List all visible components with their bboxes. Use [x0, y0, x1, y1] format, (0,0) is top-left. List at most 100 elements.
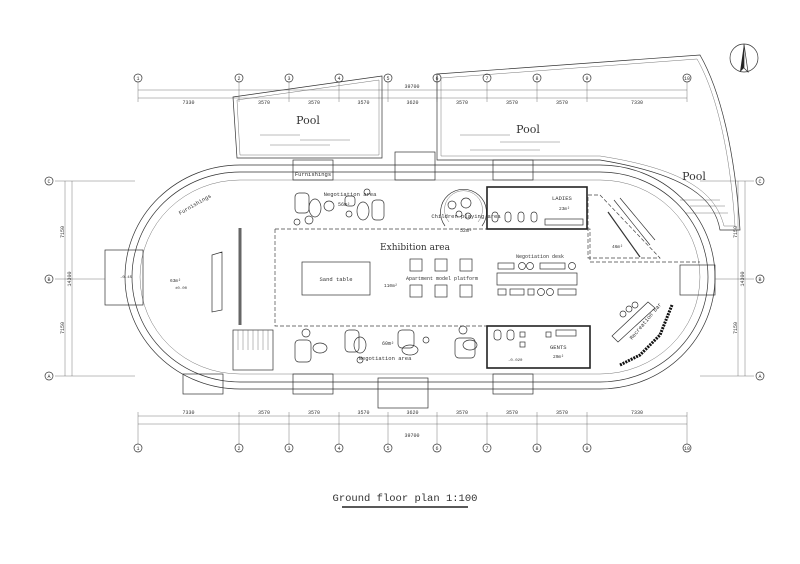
axis-label-top: 9 — [585, 76, 588, 82]
gents-size: 29m² — [553, 354, 564, 360]
axis-bubble-bottom — [383, 443, 393, 453]
axis-label-bottom: 4 — [337, 446, 340, 452]
dimension-top: 3570 — [556, 100, 568, 106]
sand-table-label: Sand table — [319, 276, 352, 283]
negotiation-area-top-label: Negotiation area — [324, 191, 378, 198]
axis-a-right: A — [758, 374, 761, 380]
axis-bubble-bottom — [482, 443, 492, 453]
top-dimensions — [138, 89, 687, 99]
axis-label-top: 3 — [287, 76, 290, 82]
furnishings-top-label: Furnishings — [295, 171, 331, 178]
negotiation-area-bottom-size: 60m² — [382, 341, 394, 347]
axis-bubble-top — [284, 73, 294, 83]
north-arrow-icon — [729, 43, 759, 73]
axis-label-bottom: 7 — [485, 446, 488, 452]
negotiation-area-top-size: 56m² — [338, 202, 350, 208]
axis-bubble-bottom — [432, 443, 442, 453]
axis-label-top: 10 — [684, 76, 690, 82]
dimension-top: 3570 — [258, 100, 270, 106]
axis-label-bottom: 5 — [386, 446, 389, 452]
entrance-elevation: -0.45 — [120, 276, 133, 280]
dimension-top: 3570 — [308, 100, 320, 106]
axis-label-bottom: 6 — [435, 446, 438, 452]
axis-bubble-top — [133, 73, 143, 83]
axis-bubble-top — [532, 73, 542, 83]
axis-bubble-top — [234, 73, 244, 83]
sand-table — [301, 261, 371, 296]
gents-room — [486, 325, 591, 369]
dimension-bottom: 3570 — [308, 410, 320, 416]
exhibition-area-size: 110m² — [384, 283, 398, 289]
dimension-top: 7330 — [182, 100, 194, 106]
dimension-bottom: 7330 — [182, 410, 194, 416]
axis-b-left: B — [47, 277, 50, 283]
dimension-bottom: 3570 — [456, 410, 468, 416]
pool-left-outline — [232, 75, 383, 159]
left-dim-lower: 7150 — [60, 322, 66, 334]
axis-label-top: 2 — [237, 76, 240, 82]
axis-c-right: C — [758, 179, 761, 185]
children-play-area — [440, 188, 487, 227]
left-dim-upper: 7150 — [60, 226, 66, 238]
axis-bubble-bottom — [334, 443, 344, 453]
axis-label-top: 5 — [386, 76, 389, 82]
axis-a-left: A — [47, 374, 50, 380]
dimension-bottom: 3570 — [258, 410, 270, 416]
axis-label-top: 4 — [337, 76, 340, 82]
axis-label-bottom: 8 — [535, 446, 538, 452]
axis-bubble-top — [682, 73, 692, 83]
axis-label-bottom: 1 — [136, 446, 139, 452]
axis-bubble-top — [432, 73, 442, 83]
dimension-top: 7330 — [631, 100, 643, 106]
gents-elevation: -0.020 — [508, 359, 523, 363]
dimension-top: 3570 — [357, 100, 369, 106]
children-area-label: Children playing area — [431, 213, 501, 220]
dimension-bottom: 3570 — [357, 410, 369, 416]
left-dim-total: 14300 — [67, 271, 73, 286]
dimension-bottom: 7330 — [631, 410, 643, 416]
axis-bubble-bottom — [682, 443, 692, 453]
model-platforms — [409, 258, 473, 298]
children-area-size: 52m² — [460, 228, 472, 234]
stair-area-size: 46m² — [612, 244, 623, 250]
axis-label-top: 7 — [485, 76, 488, 82]
negotiation-area-bottom-label: Negotiation area — [359, 355, 413, 362]
axis-c-left: C — [47, 179, 50, 185]
right-dim-lower: 7150 — [733, 322, 739, 334]
right-dim-total: 14300 — [740, 271, 746, 286]
ladies-label: LADIES — [552, 195, 573, 202]
axis-label-bottom: 10 — [684, 446, 690, 452]
axis-bubble-bottom — [284, 443, 294, 453]
axis-label-top: 1 — [136, 76, 139, 82]
axis-bubble-top — [383, 73, 393, 83]
lobby-elevation: ±0.00 — [175, 287, 188, 291]
stair-left — [232, 329, 274, 371]
axis-bubble-top — [334, 73, 344, 83]
right-dim-upper: 7150 — [733, 226, 739, 238]
stair-right — [587, 194, 661, 259]
lobby-area-size: 63m² — [170, 278, 181, 284]
dimension-top: 3570 — [456, 100, 468, 106]
drawing-title: Ground floor plan 1:100 — [333, 493, 478, 505]
negotiation-furniture-bottom — [294, 325, 478, 364]
axis-label-bottom: 2 — [237, 446, 240, 452]
gents-label: GENTS — [550, 344, 567, 351]
negotiation-furniture-top — [293, 188, 385, 226]
axis-label-bottom: 3 — [287, 446, 290, 452]
ladies-size: 23m² — [559, 206, 570, 212]
axis-bubble-bottom — [133, 443, 143, 453]
axis-bubble-bottom — [234, 443, 244, 453]
bottom-total-dimension: 39700 — [404, 433, 419, 439]
furnishings-left-label: Furnishings — [178, 193, 213, 217]
dimension-bottom: 3620 — [406, 410, 418, 416]
axis-label-top: 6 — [435, 76, 438, 82]
axis-bubble-top — [582, 73, 592, 83]
dimension-bottom: 3570 — [556, 410, 568, 416]
pool-right-outline — [436, 54, 741, 231]
axis-bubble-top — [482, 73, 492, 83]
model-platform-label: Apartment model platform — [406, 276, 478, 282]
pool-middle-label: Pool — [516, 123, 540, 136]
pool-right-label: Pool — [682, 170, 706, 183]
axis-bubble-bottom — [582, 443, 592, 453]
